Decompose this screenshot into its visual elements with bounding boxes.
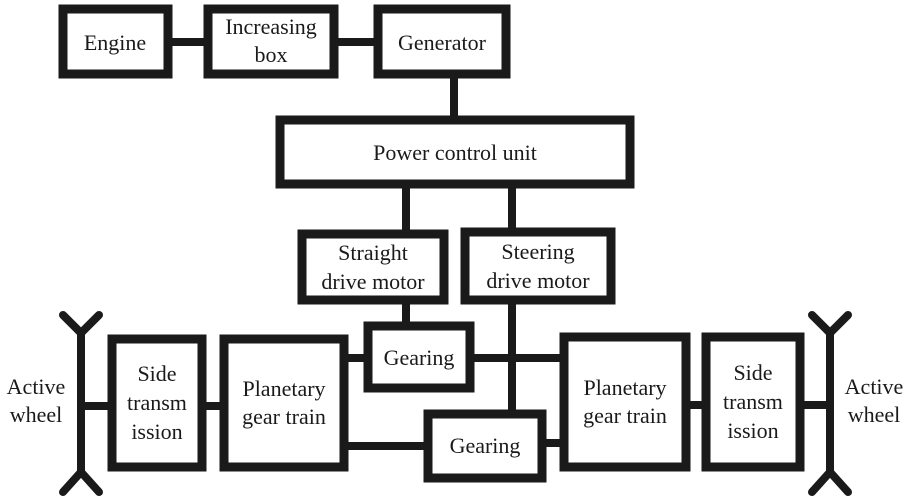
node-planetary-right-label-line2: gear train <box>583 403 667 428</box>
active-wheel-right-label-line1: Active <box>845 374 904 399</box>
node-side-transmission-left-label-line3: ission <box>131 419 182 444</box>
node-steering-drive-motor-label-line1: Steering <box>501 239 574 264</box>
active-wheel-right-icon <box>808 311 852 496</box>
active-wheel-left-icon <box>59 311 103 496</box>
node-engine: Engine <box>58 4 173 79</box>
node-steering-drive-motor-label-line2: drive motor <box>486 268 590 293</box>
active-wheel-right-label-line2: wheel <box>848 402 901 427</box>
node-gearing-upper-label: Gearing <box>384 345 455 370</box>
node-planetary-left-label-line2: gear train <box>242 404 326 429</box>
node-straight-drive-motor-label-line1: Straight <box>338 240 408 265</box>
node-increasing-box-label-line2: box <box>255 42 288 67</box>
node-side-transmission-right-label-line2: transm <box>723 389 783 414</box>
active-wheel-left-label-line1: Active <box>7 374 66 399</box>
node-planetary-right-label-line1: Planetary <box>583 375 666 400</box>
node-engine-label: Engine <box>84 30 146 55</box>
node-side-transmission-right-label-line1: Side <box>733 360 772 385</box>
node-gearing-upper: Gearing <box>363 321 475 393</box>
node-side-transmission-right-label-line3: ission <box>727 418 778 443</box>
node-gearing-lower-label: Gearing <box>450 433 521 458</box>
node-increasing-box-label-line1: Increasing <box>225 14 317 39</box>
active-wheel-left-label-line2: wheel <box>10 402 63 427</box>
node-side-transmission-left-label-line2: transm <box>127 390 187 415</box>
node-planetary-right: Planetary gear train <box>559 332 691 472</box>
node-straight-drive-motor: Straight drive motor <box>297 229 449 305</box>
node-generator-label: Generator <box>398 30 487 55</box>
node-planetary-left: Planetary gear train <box>219 334 349 472</box>
node-side-transmission-left-label-line1: Side <box>137 361 176 386</box>
node-increasing-box: Increasing box <box>203 4 339 79</box>
node-side-transmission-right: Side transm ission <box>701 332 805 472</box>
node-straight-drive-motor-label-line2: drive motor <box>321 269 425 294</box>
node-power-control-unit-label: Power control unit <box>373 140 537 165</box>
node-power-control-unit: Power control unit <box>275 115 635 189</box>
node-generator: Generator <box>373 4 511 79</box>
node-side-transmission-left: Side transm ission <box>107 334 207 472</box>
node-planetary-left-label-line1: Planetary <box>242 376 325 401</box>
node-steering-drive-motor: Steering drive motor <box>460 227 616 305</box>
node-gearing-lower: Gearing <box>423 409 547 483</box>
